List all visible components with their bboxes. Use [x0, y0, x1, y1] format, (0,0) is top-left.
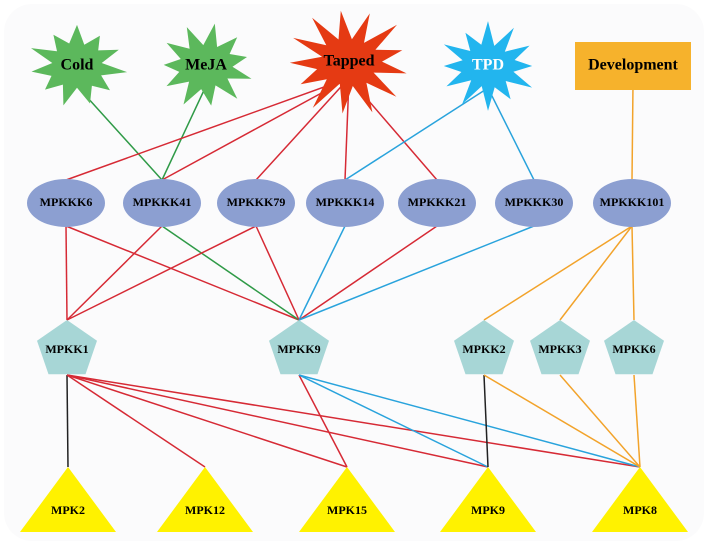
stimulus-tapped-star: [289, 10, 407, 114]
edge-mpkk3-mpk8: [559, 374, 641, 468]
stimulus-tpd-label: TPD: [472, 57, 504, 74]
edge-mpkkk79-mpkk1: [66, 225, 257, 321]
edge-mpkk9-mpk9: [298, 374, 489, 468]
stimulus-cold-star: [31, 24, 128, 106]
mapk-mpk12-label: MPK12: [185, 503, 225, 517]
stimulus-meja-label: MeJA: [185, 57, 227, 74]
edge-mpkk9-mpk15: [298, 374, 348, 468]
mapk-mpk12-triangle: [157, 467, 253, 532]
mapk-mpk15-label: MPK15: [327, 503, 367, 517]
mapkkk-mpkkk30-label: MPKKK30: [505, 195, 564, 209]
stimulus-cold-label: Cold: [61, 57, 94, 74]
edge-mpkkk30-mpkk9: [298, 225, 535, 321]
mapkkk-mpkkk21-ellipse: [398, 179, 476, 227]
edge-tpd-mpkkk14: [344, 87, 489, 181]
mapkkk-mpkkk101-label: MPKKK101: [600, 195, 665, 209]
mapkkk-mpkkk41-label: MPKKK41: [133, 195, 192, 209]
edge-mpkk1-mpk2: [66, 374, 69, 468]
edge-mpkkk101-mpkk2: [483, 225, 633, 321]
mapkkk-mpkkk21-label: MPKKK21: [408, 195, 467, 209]
edge-mpkk1-mpk12: [66, 374, 206, 468]
mapk-mpk8-triangle: [592, 467, 688, 532]
stimulus-development-box: [575, 42, 691, 90]
mapk-mpk15-triangle: [299, 467, 395, 532]
edge-mpkk9-mpk8: [298, 374, 641, 468]
edge-tapped-mpkkk41: [161, 77, 350, 181]
mapkkk-mpkkk6-label: MPKKK6: [40, 195, 93, 209]
mapkk-mpkk1-label: MPKK1: [45, 342, 88, 356]
edge-mpkkk79-mpkk9: [255, 225, 300, 321]
edge-meja-mpkkk41: [161, 85, 207, 181]
mapkk-mpkk3-label: MPKK3: [538, 342, 581, 356]
mapkk-mpkk6-label: MPKK6: [612, 342, 655, 356]
edge-mpkkk6-mpkk9: [65, 225, 300, 321]
mapkkk-mpkkk14-label: MPKKK14: [316, 195, 375, 209]
stimulus-tapped-label: Tapped: [324, 53, 375, 70]
edge-mpkkk6-mpkk1: [65, 225, 68, 321]
edge-mpkk1-mpk8: [66, 374, 641, 468]
edge-mpkk1-mpk15: [66, 374, 348, 468]
mapk-mpk2-triangle: [20, 467, 116, 532]
mapkk-mpkk9-label: MPKK9: [277, 342, 320, 356]
mapkk-mpkk3-pentagon: [530, 320, 590, 375]
mapk-mpk8-label: MPK8: [623, 503, 657, 517]
mapkkk-mpkkk14-ellipse: [306, 179, 384, 227]
edge-mpkkk101-mpkk6: [631, 225, 635, 321]
edge-mpkk2-mpk9: [483, 374, 489, 468]
edge-mpkkk14-mpkk9: [298, 225, 346, 321]
mapkkk-mpkkk6-ellipse: [27, 179, 105, 227]
mapkkk-mpkkk30-ellipse: [495, 179, 573, 227]
edge-mpkk2-mpk8: [483, 374, 641, 468]
edge-mpkkk101-mpkk3: [559, 225, 633, 321]
mapkkk-mpkkk79-label: MPKKK79: [227, 195, 286, 209]
stimulus-development-label: Development: [588, 57, 678, 74]
stimulus-tpd-star: [443, 21, 533, 111]
mapk-mpk9-triangle: [440, 467, 536, 532]
mapkk-mpkk9-pentagon: [269, 320, 329, 375]
edge-layer: [65, 77, 641, 468]
mapkkk-mpkkk101-ellipse: [593, 179, 671, 227]
mapkk-mpkk2-label: MPKK2: [462, 342, 505, 356]
edge-tpd-mpkkk30: [487, 87, 535, 181]
edge-mpkkk21-mpkk9: [298, 225, 438, 321]
diagram-background: [4, 4, 704, 541]
mapkk-mpkk1-pentagon: [37, 320, 97, 375]
mapk-mpk9-label: MPK9: [471, 503, 505, 517]
edge-mpkk1-mpk9: [66, 374, 489, 468]
mapkkk-mpkkk41-ellipse: [123, 179, 201, 227]
edge-tapped-mpkkk6: [65, 77, 350, 181]
edge-mpkkk41-mpkk1: [66, 225, 163, 321]
stimulus-meja-star: [163, 23, 252, 106]
edge-cold-mpkkk41: [76, 85, 163, 181]
mapk-mpk2-label: MPK2: [51, 503, 85, 517]
edge-tapped-mpkkk79: [255, 77, 350, 181]
mapkk-mpkk2-pentagon: [454, 320, 514, 375]
edge-development-mpkkk101: [631, 83, 634, 181]
mapkk-mpkk6-pentagon: [604, 320, 664, 375]
mapkkk-mpkkk79-ellipse: [217, 179, 295, 227]
edge-mpkkk41-mpkk9: [161, 225, 300, 321]
edge-mpkk6-mpk8: [633, 374, 641, 468]
